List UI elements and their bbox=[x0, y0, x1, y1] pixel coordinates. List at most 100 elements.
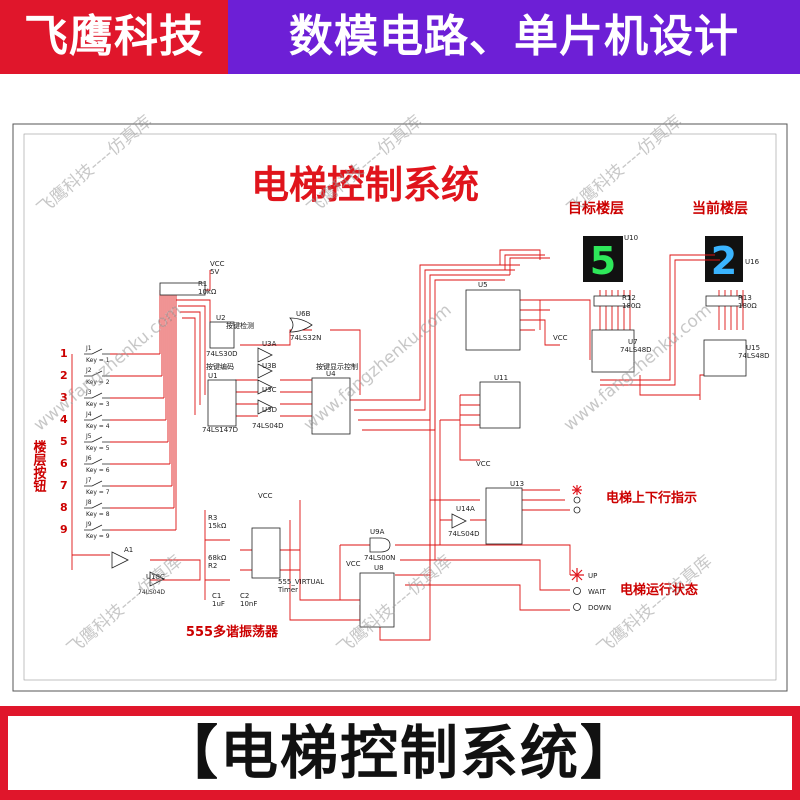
gate-u3a bbox=[257, 347, 273, 363]
r13-value: 180Ω bbox=[738, 302, 757, 310]
elevator-schematic: 电梯控制系统 目标楼层 当前楼层 5 U10 2 U16 bbox=[12, 123, 788, 692]
wires bbox=[71, 249, 746, 641]
key-detect-label: 按键检测 bbox=[226, 321, 254, 330]
target-floor-display: 5 U10 bbox=[583, 234, 638, 283]
floor-switch-7: 7 J7 Key = 7 bbox=[60, 477, 110, 496]
key-label: Key = 3 bbox=[86, 401, 110, 408]
schematic-title: 电梯控制系统 bbox=[251, 163, 479, 207]
chip-555-timer bbox=[251, 527, 281, 579]
chip-u4 bbox=[311, 377, 351, 435]
floor-switch-4: 4 J4 Key = 4 bbox=[60, 411, 110, 430]
vcc-label: VCC bbox=[476, 460, 491, 468]
floor-number: 3 bbox=[60, 391, 68, 404]
gate-u3b bbox=[257, 363, 273, 379]
floor-switch-9: 9 J9 Key = 9 bbox=[60, 521, 110, 540]
status-down: DOWN bbox=[588, 604, 611, 612]
chip-u13 bbox=[485, 487, 523, 545]
a1-gate: A1 bbox=[111, 546, 133, 569]
chip-u15 bbox=[703, 339, 747, 377]
u7-part: 74LS48D bbox=[620, 346, 652, 354]
u9a-ref: U9A bbox=[370, 528, 385, 536]
u15-ref: U15 bbox=[746, 344, 760, 352]
tagline-banner: 数模电路、单片机设计 bbox=[228, 0, 800, 74]
c1-value: 1uF bbox=[212, 600, 225, 608]
r2-ref: R2 bbox=[208, 562, 217, 570]
timer-part: 555_VIRTUAL bbox=[278, 578, 324, 586]
key-label: Key = 5 bbox=[86, 445, 110, 452]
floor-switches: 1 J1 Key = 1 2 J2 Key = 2 3 J3 Key = 3 4… bbox=[60, 345, 110, 540]
switch-ref: J9 bbox=[85, 521, 92, 528]
u9a-part: 74LS00N bbox=[364, 554, 395, 562]
gate-u6b bbox=[289, 317, 313, 333]
key-label: Key = 4 bbox=[86, 423, 110, 430]
u2-ref: U2 bbox=[216, 314, 226, 322]
chip-labels: U1 74LS147D U2 74LS30D U3A U3B U3C U3D 7… bbox=[198, 260, 770, 608]
r13-ref: R13 bbox=[738, 294, 752, 302]
u1-ref: U1 bbox=[208, 372, 218, 380]
key-label: Key = 1 bbox=[86, 357, 110, 364]
direction-indicator: 电梯上下行指示 bbox=[572, 485, 697, 514]
switch-ref: J2 bbox=[85, 367, 92, 374]
key-label: Key = 8 bbox=[86, 511, 110, 518]
target-display-ref: U10 bbox=[624, 234, 638, 242]
chip-u7 bbox=[591, 329, 635, 373]
u5-ref: U5 bbox=[478, 281, 488, 289]
chips bbox=[159, 282, 747, 628]
r12-ref: R12 bbox=[622, 294, 636, 302]
floor-number: 4 bbox=[60, 413, 68, 426]
chip-u8 bbox=[359, 572, 395, 628]
direction-label: 电梯上下行指示 bbox=[606, 490, 697, 506]
u2-part: 74LS30D bbox=[206, 350, 238, 358]
u8-ref: U8 bbox=[374, 564, 384, 572]
resistor-network-r1 bbox=[159, 282, 206, 296]
r2-value: 68kΩ bbox=[208, 554, 227, 562]
floor-switch-1: 1 J1 Key = 1 bbox=[60, 345, 110, 364]
gate-u9a bbox=[369, 537, 391, 553]
brand-name: 飞鹰科技 bbox=[24, 11, 204, 62]
u18c-ref: U18C bbox=[146, 573, 165, 581]
key-label: Key = 9 bbox=[86, 533, 110, 540]
key-label: Key = 2 bbox=[86, 379, 110, 386]
vcc-label: VCC bbox=[210, 260, 225, 268]
r1-ref: R1 bbox=[198, 280, 207, 288]
floor-switch-3: 3 J3 Key = 3 bbox=[60, 389, 110, 408]
status-up: UP bbox=[588, 572, 597, 580]
u4-ref: U4 bbox=[326, 370, 336, 378]
vcc-label: VCC bbox=[258, 492, 273, 500]
key-encode-label: 按键编码 bbox=[206, 362, 234, 371]
u3a-ref: U3A bbox=[262, 340, 277, 348]
status-wait: WAIT bbox=[588, 588, 606, 596]
status-lamps: UP WAIT DOWN 电梯运行状态 bbox=[570, 568, 698, 612]
floor-number: 9 bbox=[60, 523, 68, 536]
footer-title: 【电梯控制系统】 bbox=[8, 716, 792, 790]
current-floor-label: 当前楼层 bbox=[692, 200, 748, 217]
u3c-ref: U3C bbox=[262, 386, 277, 394]
gate-u14a bbox=[451, 513, 467, 529]
key-display-control-label: 按键显示控制 bbox=[316, 362, 358, 371]
target-floor-digit: 5 bbox=[590, 239, 616, 283]
r3-ref: R3 bbox=[208, 514, 217, 522]
current-display-ref: U16 bbox=[745, 258, 760, 266]
u6b-part: 74LS32N bbox=[290, 334, 321, 342]
u7-ref: U7 bbox=[628, 338, 638, 346]
floor-number: 2 bbox=[60, 369, 68, 382]
floor-number: 8 bbox=[60, 501, 68, 514]
floor-number: 7 bbox=[60, 479, 68, 492]
floor-number: 1 bbox=[60, 347, 68, 360]
u14a-ref: U14A bbox=[456, 505, 475, 513]
u18c-part: 74LS04D bbox=[138, 589, 165, 596]
switch-ref: J3 bbox=[85, 389, 92, 396]
chip-u2 bbox=[209, 321, 235, 349]
floor-switch-5: 5 J5 Key = 5 bbox=[60, 433, 110, 452]
switch-ref: J8 bbox=[85, 499, 92, 506]
current-floor-display: 2 U16 bbox=[705, 236, 760, 283]
tagline: 数模电路、单片机设计 bbox=[289, 11, 739, 62]
r12-value: 180Ω bbox=[622, 302, 641, 310]
floor-number: 6 bbox=[60, 457, 68, 470]
u11-ref: U11 bbox=[494, 374, 508, 382]
key-label: Key = 6 bbox=[86, 467, 110, 474]
switch-ref: J5 bbox=[85, 433, 92, 440]
module-labels: 按键检测 按键编码 按键显示控制 bbox=[206, 321, 358, 371]
vcc-label: VCC bbox=[346, 560, 361, 568]
chip-u1 bbox=[207, 379, 237, 427]
